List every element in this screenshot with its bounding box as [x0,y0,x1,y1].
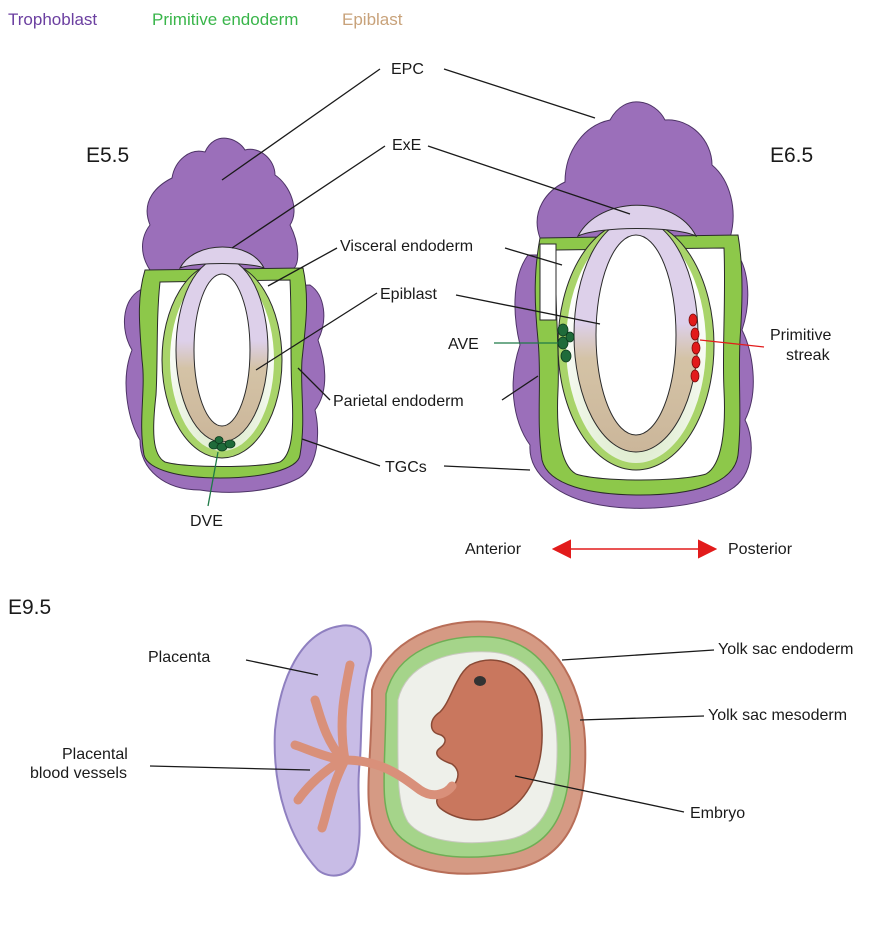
label-visceral-endoderm: Visceral endoderm [340,238,473,255]
e6-5-embryo [513,102,753,508]
embryo-eye [474,676,486,686]
label-parietal-endoderm: Parietal endoderm [333,393,464,410]
legend-trophoblast: Trophoblast [8,10,97,29]
e9-5-conceptus [275,622,586,876]
label-exe: ExE [392,137,421,154]
label-anterior: Anterior [465,541,522,558]
label-tgcs: TGCs [385,459,427,476]
label-posterior: Posterior [728,541,793,558]
label-placental-vessels-2: blood vessels [30,765,127,782]
label-epiblast: Epiblast [380,286,437,303]
legend-primitive-endoderm: Primitive endoderm [152,10,298,29]
label-embryo: Embryo [690,805,745,822]
label-yolk-sac-endoderm: Yolk sac endoderm [718,641,854,658]
label-yolk-sac-mesoderm: Yolk sac mesoderm [708,707,847,724]
legend: Trophoblast Primitive endoderm Epiblast [8,10,403,29]
label-dve: DVE [190,513,223,530]
label-placenta: Placenta [148,649,210,666]
stage-e9-5: E9.5 [8,596,51,619]
label-epc: EPC [391,61,424,78]
label-primitive-streak-2: streak [786,347,831,364]
stage-e5-5: E5.5 [86,144,129,167]
stage-e6-5: E6.5 [770,144,813,167]
anterior-posterior-axis: Anterior Posterior [465,541,793,558]
label-primitive-streak-1: Primitive [770,327,831,344]
e5-5-embryo [124,138,324,492]
label-placental-vessels-1: Placental [62,746,128,763]
label-ave: AVE [448,336,479,353]
legend-epiblast: Epiblast [342,10,403,29]
